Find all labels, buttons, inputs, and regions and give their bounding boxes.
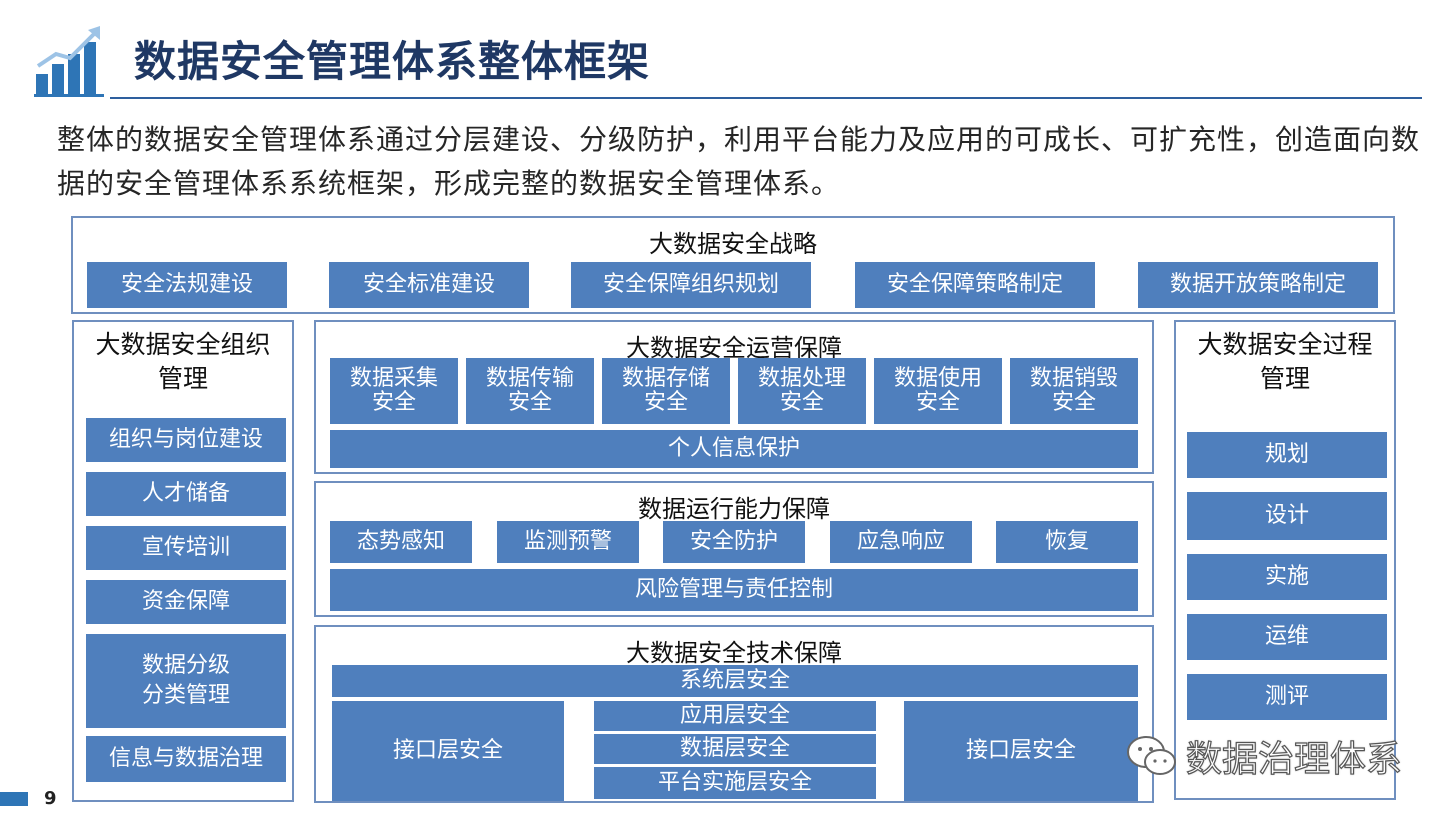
tech-title: 大数据安全技术保障 xyxy=(626,639,842,667)
tech-middle-layer: 数据层安全 xyxy=(594,734,876,764)
org-panel: 大数据安全组织 管理 组织与岗位建设 人才储备 宣传培训 资金保障 数据分级 分… xyxy=(72,320,294,802)
operation-item: 数据采集 安全 xyxy=(330,358,458,424)
tech-system-layer: 系统层安全 xyxy=(332,665,1138,697)
operation-item: 数据处理 安全 xyxy=(738,358,866,424)
page-number: 9 xyxy=(44,788,57,809)
operation-item: 数据存储 安全 xyxy=(602,358,730,424)
process-panel: 大数据安全过程 管理 规划 设计 实施 运维 测评 xyxy=(1174,320,1396,800)
process-item: 测评 xyxy=(1187,674,1387,720)
strategy-item: 安全法规建设 xyxy=(87,262,287,308)
org-item: 组织与岗位建设 xyxy=(86,418,286,462)
operation-item: 数据销毁 安全 xyxy=(1010,358,1138,424)
intro-paragraph: 整体的数据安全管理体系通过分层建设、分级防护，利用平台能力及应用的可成长、可扩充… xyxy=(57,123,1421,200)
process-title: 大数据安全过程 管理 xyxy=(1197,330,1373,393)
capability-title: 数据运行能力保障 xyxy=(638,495,830,523)
strategy-title: 大数据安全战略 xyxy=(649,230,817,258)
tech-interface-left: 接口层安全 xyxy=(332,701,564,801)
strategy-item: 安全保障组织规划 xyxy=(571,262,811,308)
capability-footer: 风险管理与责任控制 xyxy=(330,569,1138,611)
operation-item: 数据传输 安全 xyxy=(466,358,594,424)
strategy-item: 安全保障策略制定 xyxy=(855,262,1095,308)
process-item: 设计 xyxy=(1187,492,1387,540)
capability-item: 态势感知 xyxy=(330,521,472,563)
org-item: 数据分级 分类管理 xyxy=(86,634,286,728)
capability-item: 监测预警 xyxy=(497,521,639,563)
org-item: 人才储备 xyxy=(86,472,286,516)
org-item: 资金保障 xyxy=(86,580,286,624)
org-title: 大数据安全组织 管理 xyxy=(95,330,271,393)
process-item: 规划 xyxy=(1187,432,1387,478)
operation-footer: 个人信息保护 xyxy=(330,430,1138,468)
page-number-bar xyxy=(0,792,28,806)
capability-item: 恢复 xyxy=(996,521,1138,563)
page-title: 数据安全管理体系整体框架 xyxy=(134,37,651,86)
tech-middle-layer: 应用层安全 xyxy=(594,701,876,731)
capability-item: 应急响应 xyxy=(830,521,972,563)
org-item: 信息与数据治理 xyxy=(86,736,286,782)
strategy-item: 安全标准建设 xyxy=(329,262,529,308)
strategy-panel: 大数据安全战略 安全法规建设 安全标准建设 安全保障组织规划 安全保障策略制定 … xyxy=(71,216,1395,314)
capability-panel: 数据运行能力保障 态势感知 监测预警 安全防护 应急响应 恢复 风险管理与责任控… xyxy=(314,481,1154,617)
capability-item: 安全防护 xyxy=(663,521,805,563)
process-item: 运维 xyxy=(1187,614,1387,660)
tech-interface-right: 接口层安全 xyxy=(904,701,1138,801)
tech-panel: 大数据安全技术保障 系统层安全 接口层安全 应用层安全 数据层安全 平台实施层安… xyxy=(314,625,1154,803)
watermark: 数据治理体系 xyxy=(1126,730,1403,782)
org-item: 宣传培训 xyxy=(86,526,286,570)
operation-title: 大数据安全运营保障 xyxy=(626,334,842,362)
tech-middle-layer: 平台实施层安全 xyxy=(594,767,876,799)
strategy-item: 数据开放策略制定 xyxy=(1138,262,1378,308)
process-item: 实施 xyxy=(1187,554,1387,600)
operation-item: 数据使用 安全 xyxy=(874,358,1002,424)
growth-chart-logo-icon xyxy=(34,26,104,97)
title-divider xyxy=(110,97,1422,99)
watermark-text: 数据治理体系 xyxy=(1185,738,1403,780)
operation-panel: 大数据安全运营保障 数据采集 安全 数据传输 安全 数据存储 安全 数据处理 安… xyxy=(314,320,1154,474)
wechat-icon xyxy=(1127,736,1176,775)
